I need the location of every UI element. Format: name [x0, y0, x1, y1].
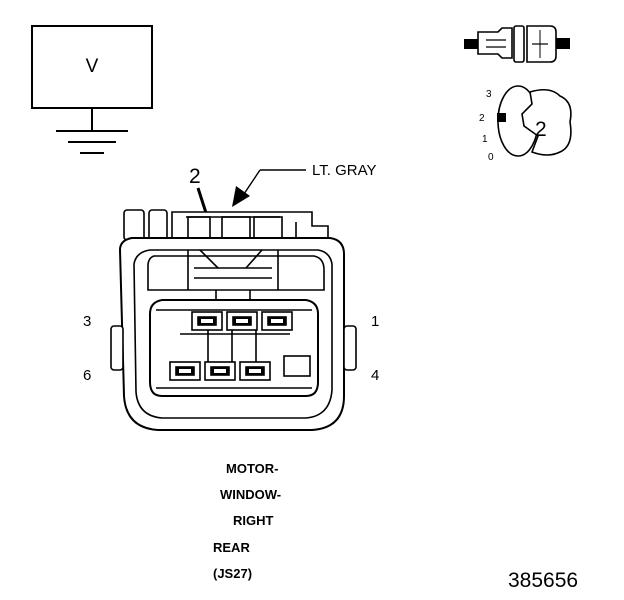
connector-name-line2: WINDOW- [220, 487, 281, 502]
scale-mark-2: 2 [479, 113, 485, 124]
pin-label-6: 6 [83, 367, 91, 384]
voltmeter-symbol: V [31, 25, 153, 154]
cavity-1-terminal [261, 311, 293, 331]
scale-mark-3: 3 [486, 89, 492, 100]
connector-face [110, 209, 357, 431]
cavity-5-terminal [204, 361, 236, 381]
scale-mark-1: 1 [482, 134, 488, 145]
cavity-callout-number: 2 [189, 165, 201, 188]
figure-number: 385656 [508, 569, 578, 592]
cavity-2-terminal [226, 311, 258, 331]
terminal-position-detail: 3 2 1 0 2 [479, 85, 572, 163]
connector-name-line5: (JS27) [213, 566, 252, 581]
connector-name-line1: MOTOR- [226, 461, 278, 476]
wire-color-label: LT. GRAY [312, 162, 376, 179]
connector-name-line4: REAR [213, 540, 250, 555]
terminal-detail-label: 2 [535, 118, 547, 141]
cavity-4-terminal [239, 361, 271, 381]
voltmeter-label: V [86, 56, 99, 77]
pin-label-3: 3 [83, 313, 91, 330]
cavity-6-terminal [169, 361, 201, 381]
pin-label-4: 4 [371, 367, 379, 384]
wire-arrow-icon [232, 186, 250, 207]
cavity-3-terminal [191, 311, 223, 331]
pin-label-1: 1 [371, 313, 379, 330]
connector-name-line3: RIGHT [233, 513, 274, 528]
scale-mark-0: 0 [488, 152, 494, 163]
connector-name: MOTOR- WINDOW- RIGHT REAR (JS27) [213, 461, 281, 581]
ground-icon [56, 130, 128, 154]
terminal-probe-icon [464, 25, 570, 63]
